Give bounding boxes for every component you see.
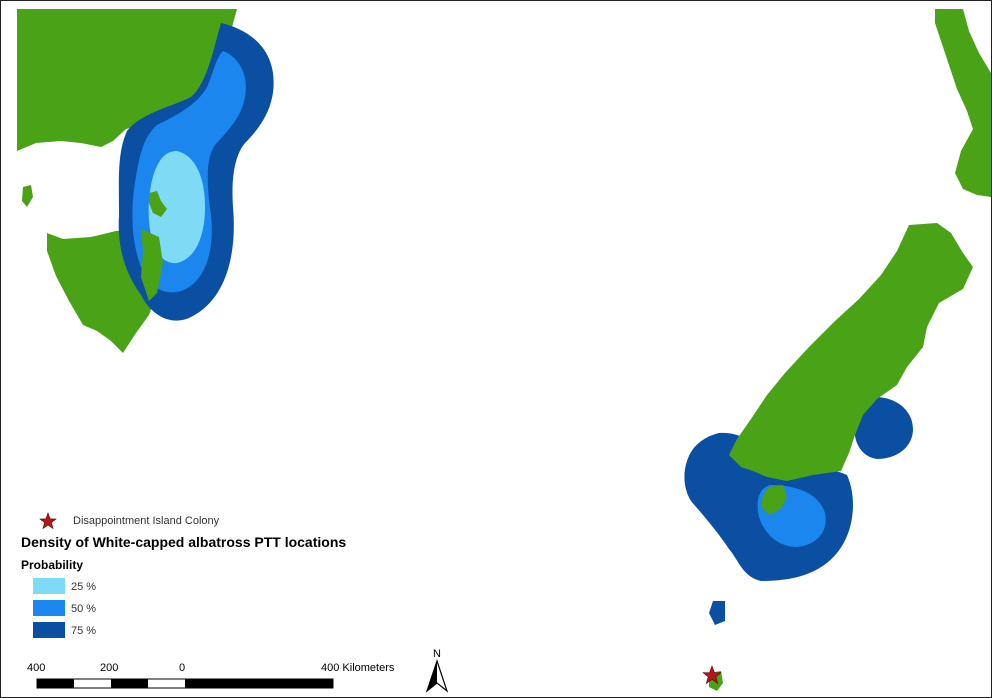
- legend-swatch-25: [33, 578, 65, 594]
- scale-seg-3: [111, 679, 148, 688]
- scale-label-400-left: 400: [27, 662, 45, 674]
- scale-label-0: 0: [179, 662, 185, 674]
- density-band-25-tasman: [148, 151, 205, 264]
- legend-band-50-label: 50 %: [71, 603, 96, 615]
- tasmania-ne-coast: [141, 229, 163, 301]
- north-arrow: N: [425, 648, 449, 693]
- legend: Disappointment Island Colony Density of …: [21, 512, 346, 638]
- legend-band-75-label: 75 %: [71, 625, 96, 637]
- disappointment-island-colony-star[interactable]: [702, 665, 722, 685]
- scale-seg-1: [37, 679, 74, 688]
- north-arrow-half-icon: [427, 661, 437, 691]
- australia-mainland: [17, 9, 237, 151]
- scale-seg-5: [185, 679, 333, 688]
- density-band-75-auckland: [709, 601, 725, 625]
- legend-band-25-label: 25 %: [71, 581, 96, 593]
- legend-swatch-75: [33, 622, 65, 638]
- king-island: [22, 185, 33, 207]
- legend-swatch-50: [33, 600, 65, 616]
- scale-label-200: 200: [100, 662, 118, 674]
- legend-probability-label: Probability: [21, 558, 83, 572]
- legend-colony-star-icon: [39, 512, 57, 530]
- nz-north-island: [935, 9, 991, 197]
- stewart-island: [761, 485, 787, 515]
- scale-label-400-kilometers: 400 Kilometers: [321, 662, 395, 674]
- north-arrow-label: N: [433, 648, 441, 660]
- legend-title: Density of White-capped albatross PTT lo…: [21, 534, 346, 550]
- flinders-island-top: [149, 191, 167, 217]
- nz-south-island: [729, 223, 973, 481]
- density-band-75-east: [854, 397, 913, 459]
- scale-bar: 400 200 0 400 Kilometers: [27, 662, 395, 689]
- legend-colony-label: Disappointment Island Colony: [73, 515, 220, 527]
